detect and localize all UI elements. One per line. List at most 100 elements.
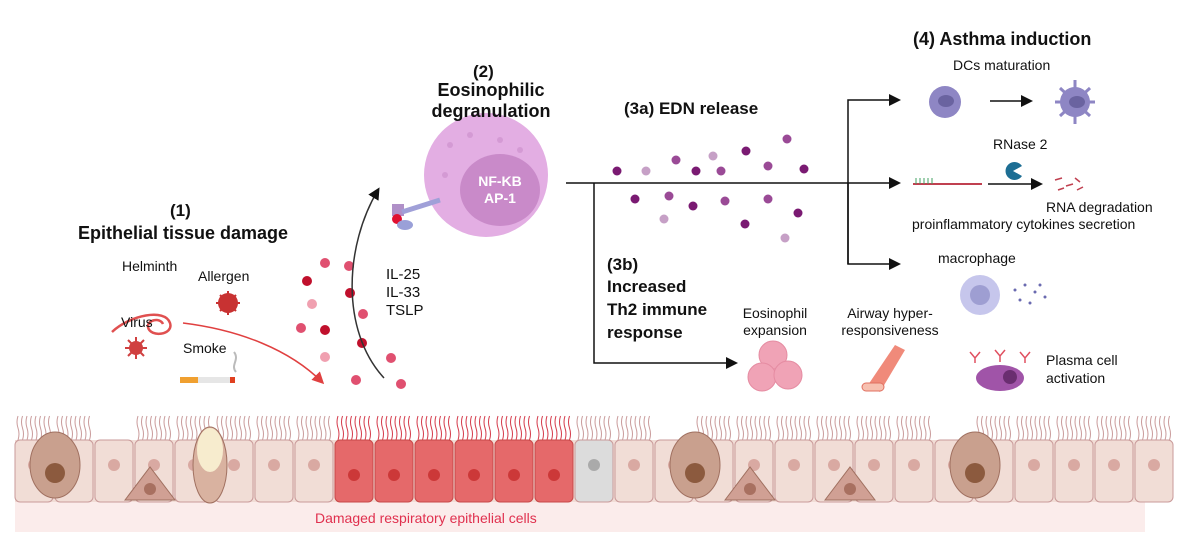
step2-title-line1: Eosinophilic xyxy=(437,80,545,100)
edn-dot xyxy=(612,166,622,176)
plasma-label-line1: Plasma cell xyxy=(1046,352,1118,368)
cell-nucleus xyxy=(1028,459,1040,471)
rna-strand-icon xyxy=(913,178,982,185)
dc-immature-icon xyxy=(929,86,961,118)
cell-nucleus xyxy=(388,469,400,481)
virus-icon xyxy=(125,337,147,359)
step1-title: Epithelial tissue damage xyxy=(78,223,289,243)
helminth-label: Helminth xyxy=(122,258,178,274)
rnase-icon xyxy=(1005,161,1022,181)
step4-title: (4) Asthma induction xyxy=(913,29,1092,49)
basal-nucleus xyxy=(144,483,156,495)
nucleus-label-nfkb: NF-KB xyxy=(478,173,522,189)
cell-nucleus xyxy=(1068,459,1080,471)
secretory-granules xyxy=(197,428,223,472)
eosinophil-expansion-line1: Eosinophil xyxy=(742,305,808,321)
cell-nucleus xyxy=(788,459,800,471)
eosinophil-expansion-line2: expansion xyxy=(743,322,807,338)
edn-dot xyxy=(716,166,726,176)
goblet-nucleus xyxy=(45,463,65,483)
cytokine-dot xyxy=(344,261,354,271)
cigarette-icon xyxy=(180,351,237,383)
cytokine-dot xyxy=(396,379,406,389)
cytokine-il25: IL-25 xyxy=(386,266,421,283)
cytokine-dot xyxy=(351,375,361,385)
cytokine-dot xyxy=(302,276,312,286)
eosinophil-cluster-icon xyxy=(747,340,803,392)
cell-nucleus xyxy=(628,459,640,471)
virus-label: Virus xyxy=(121,314,153,330)
cell-nucleus xyxy=(908,459,920,471)
dc-mature-icon xyxy=(1055,80,1095,124)
airway-label-line1: Airway hyper- xyxy=(847,305,933,321)
airway-label-line2: responsiveness xyxy=(841,322,939,338)
edn-dot xyxy=(799,164,809,174)
cytokine-dot xyxy=(320,258,330,268)
cell-nucleus xyxy=(1148,459,1160,471)
edn-dot xyxy=(782,134,792,144)
receptor-icon xyxy=(392,197,441,230)
pathway-arrows xyxy=(566,94,1043,369)
cytokine-dot xyxy=(386,353,396,363)
cytokine-il33: IL-33 xyxy=(386,284,421,301)
edn-dot xyxy=(630,194,640,204)
cytokine-dot xyxy=(296,323,306,333)
release-arc-arrow xyxy=(351,187,385,379)
plasma-cell-icon xyxy=(976,365,1024,391)
edn-dot xyxy=(740,219,750,229)
step3b-number: (3b) xyxy=(607,255,639,274)
cell-nucleus xyxy=(588,459,600,471)
cytokine-dot xyxy=(320,352,330,362)
cell-nucleus xyxy=(428,469,440,481)
edn-dot xyxy=(720,196,730,206)
edn-dot xyxy=(780,233,790,243)
edn-dot xyxy=(763,194,773,204)
trigger-arrow xyxy=(182,322,325,385)
step1-number: (1) xyxy=(170,201,191,220)
cell-nucleus xyxy=(228,459,240,471)
goblet-nucleus xyxy=(965,463,985,483)
dcs-maturation-label: DCs maturation xyxy=(953,57,1051,73)
epithelium xyxy=(14,415,1174,532)
edn-dot xyxy=(641,166,651,176)
smoke-label: Smoke xyxy=(183,340,227,356)
cell-nucleus xyxy=(548,469,560,481)
step2-title-line2: degranulation xyxy=(431,101,551,121)
edn-dot xyxy=(708,151,718,161)
edn-dot xyxy=(691,166,701,176)
goblet-nucleus xyxy=(685,463,705,483)
cell-nucleus xyxy=(508,469,520,481)
allergen-label: Allergen xyxy=(198,268,250,284)
rna-fragments-icon xyxy=(1054,177,1084,191)
cytokine-dot xyxy=(307,299,317,309)
edn-dot xyxy=(664,191,674,201)
cytokine-dot xyxy=(320,325,330,335)
macrophage-icon xyxy=(960,275,1000,315)
cytokine-dot xyxy=(358,309,368,319)
basal-nucleus xyxy=(744,483,756,495)
step3b-line3: response xyxy=(607,323,683,342)
edn-dot xyxy=(659,214,669,224)
allergen-icon xyxy=(216,291,240,315)
eosinophil-cell xyxy=(392,113,548,237)
cell-nucleus xyxy=(468,469,480,481)
edn-dot xyxy=(793,208,803,218)
macrophage-label: macrophage xyxy=(938,250,1016,266)
cell-nucleus xyxy=(828,459,840,471)
edn-dot xyxy=(741,146,751,156)
edn-dots xyxy=(612,134,809,243)
airway-icon xyxy=(861,345,905,392)
rna-degradation-label: RNA degradation xyxy=(1046,199,1153,215)
plasma-label-line2: activation xyxy=(1046,370,1106,386)
cell-nucleus xyxy=(348,469,360,481)
edn-dot xyxy=(688,201,698,211)
nucleus-label-ap1: AP-1 xyxy=(484,190,516,206)
rnase-label: RNase 2 xyxy=(993,136,1048,152)
cell-nucleus xyxy=(308,459,320,471)
step3a-title: (3a) EDN release xyxy=(624,99,759,118)
cytokine-secretion-label: proinflammatory cytokines secretion xyxy=(912,216,1136,232)
cell-nucleus xyxy=(1108,459,1120,471)
basal-nucleus xyxy=(844,483,856,495)
cell-nucleus xyxy=(108,459,120,471)
